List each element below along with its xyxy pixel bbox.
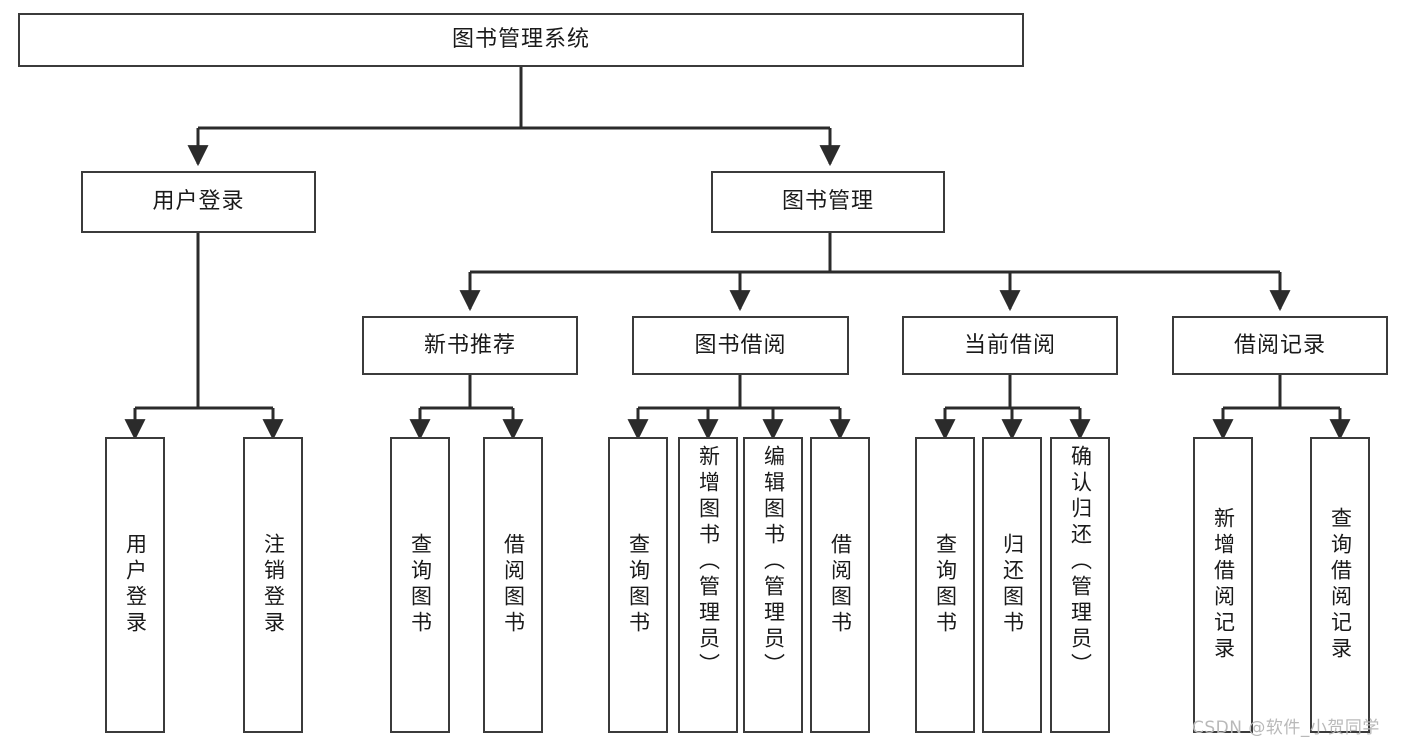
node-label: 确认归还（管理员） xyxy=(1068,445,1093,679)
node-leaf-user-login[interactable]: 用户登录 xyxy=(105,437,165,733)
node-leaf-return-book[interactable]: 归还图书 xyxy=(982,437,1042,733)
node-leaf-borrow-book-new[interactable]: 借阅图书 xyxy=(483,437,543,733)
node-label: 新增借阅记录 xyxy=(1211,507,1236,663)
node-leaf-add-book-admin[interactable]: 新增图书（管理员） xyxy=(678,437,738,733)
node-label: 用户登录 xyxy=(152,189,245,215)
node-user-login[interactable]: 用户登录 xyxy=(81,171,316,233)
node-label: 归还图书 xyxy=(1000,533,1025,637)
node-label: 查询图书 xyxy=(408,533,433,637)
node-new-book-recommend[interactable]: 新书推荐 xyxy=(362,316,578,375)
node-label: 借阅图书 xyxy=(828,533,853,637)
node-label: 编辑图书（管理员） xyxy=(761,445,786,679)
node-label: 查询图书 xyxy=(933,533,958,637)
node-leaf-query-borrow-record[interactable]: 查询借阅记录 xyxy=(1310,437,1370,733)
node-leaf-confirm-return-admin[interactable]: 确认归还（管理员） xyxy=(1050,437,1110,733)
node-label: 查询借阅记录 xyxy=(1328,507,1353,663)
node-book-borrow[interactable]: 图书借阅 xyxy=(632,316,849,375)
node-label: 新增图书（管理员） xyxy=(696,445,721,679)
node-label: 当前借阅 xyxy=(963,332,1056,358)
node-root-system[interactable]: 图书管理系统 xyxy=(18,13,1024,67)
watermark-text: CSDN @软件_小贺同学 xyxy=(1192,718,1380,738)
node-book-management[interactable]: 图书管理 xyxy=(711,171,945,233)
node-label: 注销登录 xyxy=(261,533,286,637)
node-leaf-query-book-new[interactable]: 查询图书 xyxy=(390,437,450,733)
node-label: 用户登录 xyxy=(123,533,148,637)
node-leaf-logout[interactable]: 注销登录 xyxy=(243,437,303,733)
node-label: 查询图书 xyxy=(626,533,651,637)
node-label: 图书管理 xyxy=(781,189,874,215)
node-label: 图书借阅 xyxy=(694,332,787,358)
node-label: 新书推荐 xyxy=(423,332,516,358)
node-label: 借阅图书 xyxy=(501,533,526,637)
node-leaf-add-borrow-record[interactable]: 新增借阅记录 xyxy=(1193,437,1253,733)
node-leaf-query-book-current[interactable]: 查询图书 xyxy=(915,437,975,733)
node-current-borrow[interactable]: 当前借阅 xyxy=(902,316,1118,375)
node-label: 借阅记录 xyxy=(1233,332,1326,358)
node-leaf-query-book-borrow[interactable]: 查询图书 xyxy=(608,437,668,733)
node-leaf-borrow-book[interactable]: 借阅图书 xyxy=(810,437,870,733)
node-leaf-edit-book-admin[interactable]: 编辑图书（管理员） xyxy=(743,437,803,733)
node-borrow-record[interactable]: 借阅记录 xyxy=(1172,316,1388,375)
node-label: 图书管理系统 xyxy=(451,27,590,53)
